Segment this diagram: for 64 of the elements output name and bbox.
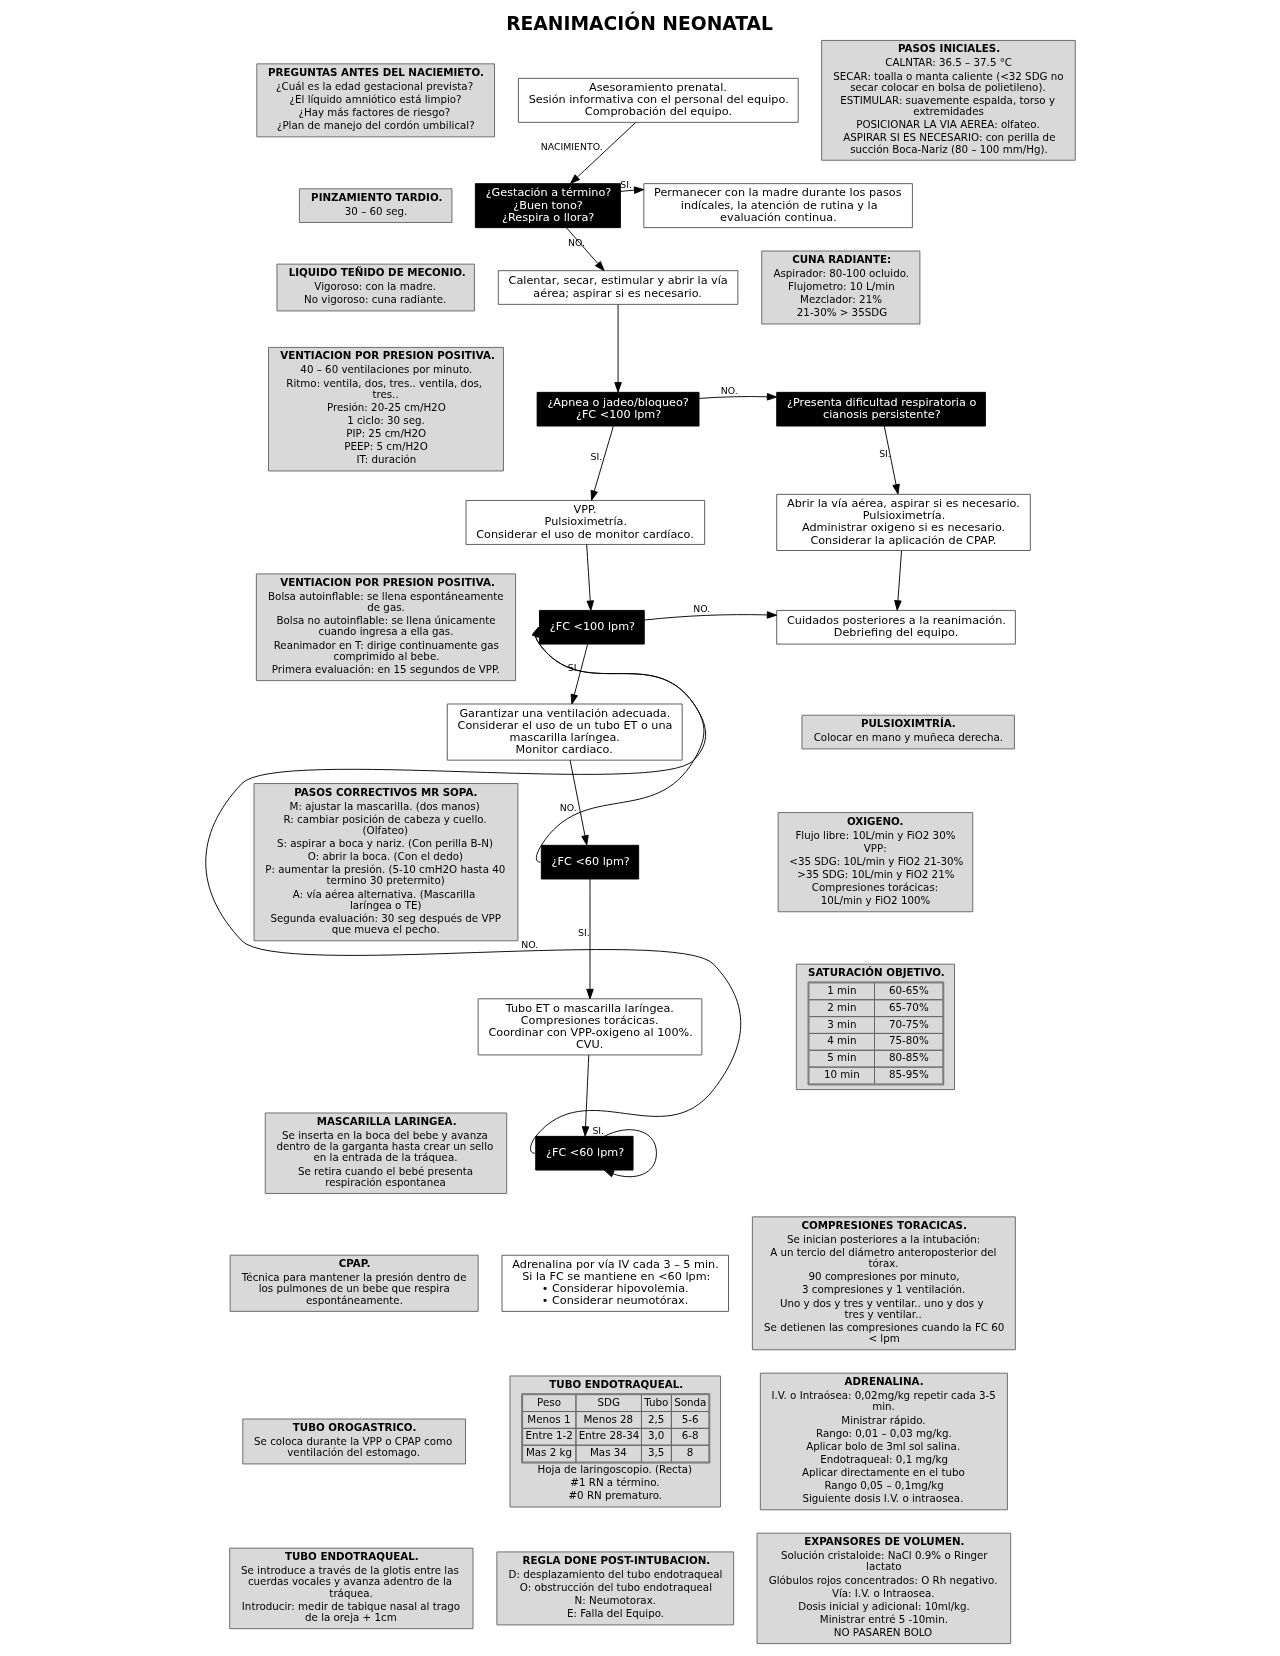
edge-label: SI. — [591, 1124, 604, 1136]
arrow — [883, 425, 900, 495]
arrow — [565, 227, 605, 272]
node-box: CUNA RADIANTE: Aspirador: 80-100 ocluido. Flujometro: 10 L/min Mezclador: 21% 21-30% > 35SDG — [760, 250, 920, 325]
edge-label: NO. — [567, 237, 585, 249]
arrow — [569, 122, 636, 184]
arrow — [531, 626, 704, 863]
node-box: REGLA DONE POST-INTUBACION. D: desplazamiento del tubo endotraqueal O: obstrucción del tubo endotraqueal N: Neumotorax. E: Falla del Equipo. — [495, 1551, 734, 1626]
node-box: LIQUIDO TEÑIDO DE MECONIO. Vigoroso: con la madre. No vigoroso: cuna radiante. — [275, 263, 475, 312]
arrow — [613, 304, 622, 393]
node-box: Garantizar una ventilación adecuada. Considerar el uso de un tubo ET o una mascarilla laríngea. Monitor cardiaco. — [446, 703, 683, 761]
node-box: OXIGENO. Flujo libre: 10L/min y FiO2 30% VPP: <35 SDG: 10L/min y FiO2 21-30% >35 SDG: 10L/min y FiO2 21% Compresiones torácicas: 10L/min y FiO2 100% — [777, 812, 973, 913]
node-box: PASOS CORRECTIVOS MR SOPA. M: ajustar la mascarilla. (dos manos) R: cambiar posición de cabeza y cuello. (Olfateo) S: aspirar a boca y nariz. (Con perilla B-N) O: abrir la boca. (Con el dedo) P: aumentar la presión. (5-10 cmH2O hasta 40 termino 30 pretermito) A: vía aérea alternativa. (Mascarilla laríngea o TE) Segunda evaluación: 30 seg después de VPP que mueva el pecho. — [253, 783, 518, 942]
node-box: Permanecer con la madre durante los pasos indícales, la atención de rutina y la evaluación continua. — [642, 183, 913, 229]
node-box: CPAP. Técnica para mantener la presión dentro de los pulmones de un bebe que respira espontáneamente. — [229, 1254, 479, 1312]
edge-label: NACIMIENTO. — [540, 141, 603, 153]
node-box: PREGUNTAS ANTES DEL NACIEMIETO. ¿Cuál es la edad gestacional prevista? ¿El líquido amniótico está limpio? ¿Hay más factores de riesgo? ¿Plan de manejo del cordón umbilical? — [255, 63, 495, 138]
edge-label: NO. — [520, 938, 538, 950]
node-box: VENTIACION POR PRESION POSITIVA. 40 – 60 ventilaciones por minuto. Ritmo: ventila, dos, tres.. ventila, dos, tres.. Presión: 20-25 cm/H2O 1 ciclo: 30 seg. PIP: 25 cm/H2O PEEP: 5 cm/H2O IT: duración — [267, 346, 504, 472]
arrow — [643, 611, 777, 621]
edge-label: SI. — [619, 178, 632, 190]
diagram-title: REANIMACIÓN NEONATAL — [505, 13, 773, 35]
node-box: ADRENALINA. I.V. o Intraósea: 0,02mg/kg repetir cada 3-5 min. Ministrar rápido. Rango: 0,01 – 0,03 mg/kg. Aplicar bolo de 3ml sol salina. Endotraqueal: 0,1 mg/kg Aplicar directamente en el tubo Rango 0,05 – 0,1mg/kg Siguiente dosis I.V. o intraosea. — [759, 1372, 1008, 1511]
node-box: ¿Apnea o jadeo/bloqueo? ¿FC <100 lpm? — [536, 391, 699, 427]
node-box: Tubo ET o mascarilla laríngea. Compresiones torácicas. Coordinar con VPP-oxigeno al 100%. CVU. — [477, 998, 702, 1056]
node-box: ¿FC <100 lpm? — [538, 609, 645, 645]
arrow — [585, 878, 594, 1000]
node-box: COMPRESIONES TORACICAS. Se inician posteriores a la intubación: A un tercio del diámetro anteroposterior del tórax. 90 compresiones por minuto, 3 compresiones y 1 ventilación. Uno y dos y tres y ventilar.. uno y dos y tres y ventilar.. Se detienen las compresiones cuando la FC 60 < lpm — [751, 1216, 1016, 1351]
edge-label: SI. — [878, 448, 891, 460]
node-box: PINZAMIENTO TARDIO. 30 – 60 seg. — [298, 188, 452, 223]
node-box: Cuidados posteriores a la reanimación. Debriefing del equipo. — [775, 609, 1016, 645]
arrow — [585, 544, 594, 611]
arrow — [619, 186, 644, 194]
edge-label: NO. — [692, 603, 710, 615]
edge-label: NO. — [720, 384, 738, 396]
node-box: Abrir la vía aérea, aspirar si es necesario. Pulsioximetría. Administrar oxigeno si es necesario. Considerar la aplicación de CPAP. — [775, 493, 1031, 551]
arrow — [569, 759, 589, 846]
arrow — [698, 393, 777, 401]
node-box: ¿FC <60 lpm? — [534, 1135, 633, 1171]
node-box: TUBO ENDOTRAQUEAL. Se introduce a través de la glotis entre las cuerdas vocales y avanza adentro de la tráquea. Introducir: medir de tabique nasal al trago de la oreja + 1cm — [228, 1547, 473, 1630]
arrow — [570, 643, 588, 705]
node-box: PULSIOXIMTRÍA. Colocar en mano y muñeca derecha. — [801, 714, 1015, 750]
node-box: ¿FC <60 lpm? — [540, 844, 639, 880]
node-box: Calentar, secar, estimular y abrir la vía aérea; aspirar si es necesario. — [497, 270, 738, 305]
node-box: Adrenalina por vía IV cada 3 – 5 min. Si la FC se mantiene en <60 lpm: • Considerar hipovolemia. • Considerar neumotórax. — [501, 1254, 729, 1312]
arrow — [893, 550, 902, 611]
node-box: PASOS INICIALES. CALNTAR: 36.5 – 37.5 °C SECAR: toalla o manta caliente (<32 SDG no secar colocar en bolsa de polietileno). ESTIMULAR: suavemente espalda, torso y extremidades POSICIONAR LA VIA AEREA: olfateo. ASPIRAR SI ES NECESARIO: con perilla de succión Boca-Nariz (80 – 100 mm/Hg). — [820, 40, 1076, 161]
node-box: EXPANSORES DE VOLUMEN. Solución cristaloide: NaCl 0.9% o Ringer lactato Glóbulos rojos concentrados: O Rh negativo. Vía: I.V. o Intraosea. Dosis inicial y adicional: 10ml/kg. Ministrar entré 5 -10min. NO PASAREN BOLO — [756, 1532, 1011, 1645]
arrow — [204, 626, 741, 1154]
node-box: ¿Presenta dificultad respiratoria o cianosis persistente? — [775, 391, 986, 427]
node-box: TUBO OROGASTRICO. Se coloca durante la VPP o CPAP como ventilación del estomago. — [241, 1418, 466, 1465]
edge-label: SI. — [590, 451, 602, 463]
node-box: VPP. Pulsioximetría. Considerar el uso de monitor cardíaco. — [465, 499, 705, 545]
node-box: TUBO ENDOTRAQUEAL. Peso SDG Tubo Sonda Menos 1 Menos 28 2,5 5-6 Entre 1-2 Entre 28-34 3,0 6-8 Mas 2 kg Mas 34 3,5 8 Hoja de laringoscopio. (Recta) #1 RN a término. #0 RN prematuro. — [509, 1375, 721, 1508]
arrow — [590, 425, 614, 501]
node-box: Asesoramiento prenatal. Sesión informativa con el personal del equipo. Comprobación del equipo. — [517, 77, 799, 123]
node-box: MASCARILLA LARINGEA. Se inserta en la boca del bebe y avanza dentro de la garganta hasta crear un sello en la entrada de la tráquea. Se retira cuando el bebé presenta respiración espontanea — [264, 1112, 507, 1194]
edge-label: NO. — [559, 801, 577, 813]
arrow — [581, 1054, 589, 1137]
node-box: SATURACIÓN OBJETIVO. 1 min 60-65% 2 min 65-70% 3 min 70-75% 4 min 75-80% 5 min 80-85% 10 min 85-95% — [795, 963, 955, 1091]
arrow — [603, 1129, 657, 1178]
edge-label: SI. — [577, 927, 590, 939]
node-box: VENTIACION POR PRESION POSITIVA. Bolsa autoinflable: se llena espontáneamente de gas. Bolsa no autoinflable: se llena únicamente cuando ingresa a ella gas. Reanimador en T: dirige continuamente gas comprimido al bebe. Primera evaluación: en 15 segundos de VPP. — [255, 573, 516, 682]
node-box: ¿Gestación a término? ¿Buen tono? ¿Respira o llora? — [474, 183, 621, 229]
